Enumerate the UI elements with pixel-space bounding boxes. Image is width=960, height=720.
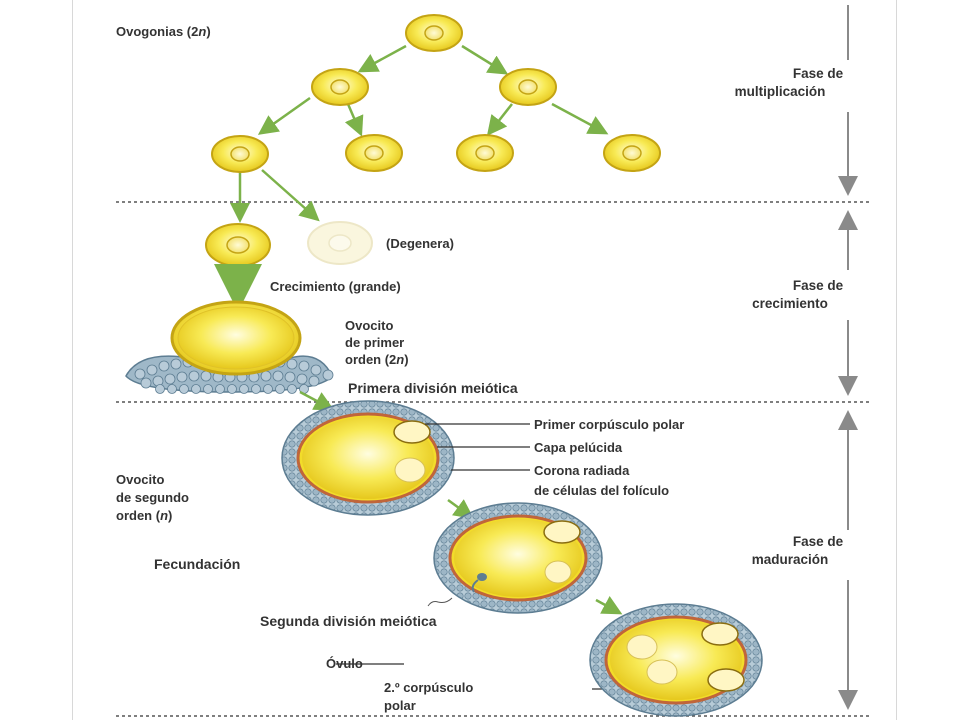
phase-crecimiento-line2: crecimiento — [752, 296, 828, 311]
phase-multiplicacion-line1: Fase de — [793, 66, 844, 81]
label-segundo-corpusculo-line1: 2.º corpúsculo — [384, 680, 473, 695]
ovogonia-cell-right — [499, 68, 557, 106]
meiosis1-arrow — [299, 390, 335, 411]
label-ovocito2-line3: orden (n) — [116, 508, 172, 523]
ovogonia-cell-row3-4 — [603, 134, 661, 172]
label-degenera: (Degenera) — [386, 236, 454, 251]
phase-maduracion-line2: maduración — [752, 552, 829, 567]
ovogonia-cell-row3-1 — [211, 135, 269, 173]
maturation-arrow-1 — [447, 498, 475, 519]
phase-crecimiento-line1: Fase de — [793, 278, 844, 293]
label-ovocito2-line2: de segundo — [116, 490, 189, 505]
ovogonia-cell-row3-3 — [456, 134, 514, 172]
growing-oocyte-cell — [205, 223, 271, 267]
multiplication-arrows — [230, 44, 609, 223]
label-fecundacion: Fecundación — [154, 556, 240, 572]
label-crecimiento: Crecimiento (grande) — [270, 279, 401, 294]
label-corona-line1: Corona radiada — [534, 463, 630, 478]
phase-maduracion-line1: Fase de — [793, 534, 844, 549]
primary-oocyte — [125, 300, 334, 394]
label-ovocito2-line1: Ovocito — [116, 472, 164, 487]
ovogonia-cell-row3-2 — [345, 134, 403, 172]
degenerating-cell — [307, 221, 373, 265]
label-primera-division: Primera división meiótica — [348, 380, 518, 396]
ovule-cell — [589, 603, 763, 717]
label-corona-line2: de células del folículo — [534, 483, 669, 498]
label-ovocito1-line1: Ovocito — [345, 318, 393, 333]
label-ovogonias: Ovogonias (2n) — [116, 24, 211, 39]
secondary-oocyte-1 — [281, 400, 455, 516]
label-segunda-division: Segunda división meiótica — [260, 613, 437, 629]
label-segundo-corpusculo-line2: polar — [384, 698, 416, 713]
label-capa-pelucida: Capa pelúcida — [534, 440, 623, 455]
ovogonia-cell-left — [311, 68, 369, 106]
sperm-icon — [427, 597, 453, 607]
secondary-oocyte-2 — [433, 502, 603, 614]
label-primer-corpusculo: Primer corpúsculo polar — [534, 417, 684, 432]
phase-multiplicacion-line2: multiplicación — [735, 84, 826, 99]
ovogonia-cell-top — [405, 14, 463, 52]
label-ovocito1-line2: de primer — [345, 335, 404, 350]
label-ovulo: Óvulo — [326, 656, 363, 671]
maturation-arrow-2 — [595, 596, 623, 615]
label-ovocito1-line3: orden (2n) — [345, 352, 409, 367]
